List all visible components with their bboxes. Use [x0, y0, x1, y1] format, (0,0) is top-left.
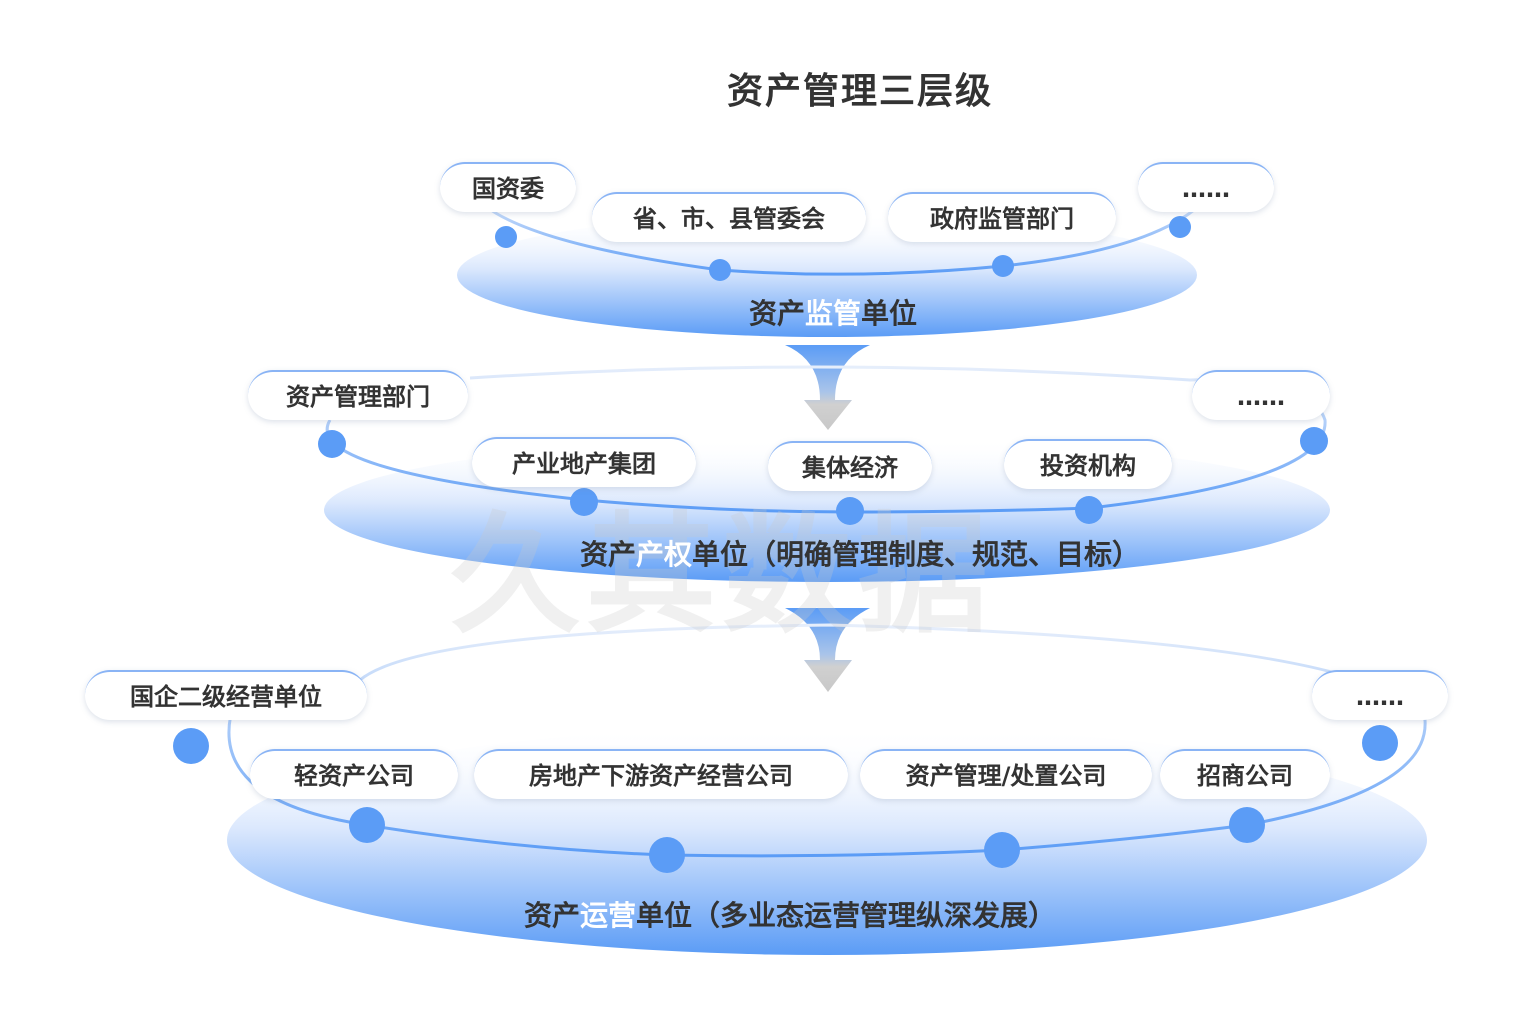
tier1-label-highlight: 监管 — [804, 297, 861, 330]
node-dot — [1362, 725, 1398, 761]
tier2-label-prefix: 资产 — [579, 538, 636, 571]
tier1-label-suffix: 单位 — [861, 297, 918, 330]
node-dot — [836, 497, 864, 525]
node-dot — [495, 226, 517, 248]
tier3-node: …… — [1312, 670, 1448, 720]
tier1-ring — [468, 189, 1202, 276]
tier3-ring — [227, 623, 1427, 858]
tier3-node: 国企二级经营单位 — [85, 670, 367, 720]
tier3-node: 轻资产公司 — [250, 749, 458, 799]
tier3-label-prefix: 资产 — [523, 899, 580, 932]
tier2-label: 资产产权单位（明确管理制度、规范、目标） — [440, 533, 1280, 573]
node-dot — [1229, 807, 1265, 843]
tier1-label: 资产监管单位 — [600, 292, 1066, 332]
tier2-node: 集体经济 — [768, 441, 932, 491]
node-dot — [1075, 496, 1103, 524]
diagram-title: 资产管理三层级 — [726, 71, 993, 112]
tier2-node: 投资机构 — [1004, 439, 1172, 489]
tier3-node: 资产管理/处置公司 — [860, 749, 1152, 799]
tier3-label-highlight: 运营 — [579, 899, 636, 932]
watermark: 久其数据 — [450, 499, 995, 651]
tier2-node: …… — [1192, 370, 1330, 420]
node-dot — [649, 837, 685, 873]
tier2-label-highlight: 产权 — [635, 538, 692, 571]
down-arrow-2 — [785, 608, 870, 692]
tier2-label-suffix: 单位（明确管理制度、规范、目标） — [692, 538, 1141, 571]
node-dot — [984, 832, 1020, 868]
tier3-label-suffix: 单位（多业态运营管理纵深发展） — [636, 899, 1057, 932]
node-dot — [570, 488, 598, 516]
node-dot — [992, 255, 1014, 277]
node-dot — [1169, 216, 1191, 238]
node-dot — [709, 259, 731, 281]
tier1-label-prefix: 资产 — [748, 297, 805, 330]
node-dot — [173, 728, 209, 764]
node-dot — [349, 807, 385, 843]
tier1-node: 省、市、县管委会 — [592, 192, 866, 242]
tier1-node: 国资委 — [440, 162, 576, 212]
node-dot — [318, 430, 346, 458]
tier3-label: 资产运营单位（多业态运营管理纵深发展） — [420, 894, 1160, 934]
tier3-node: 房地产下游资产经营公司 — [474, 749, 848, 799]
tier3-node: 招商公司 — [1160, 749, 1330, 799]
node-dot — [1300, 427, 1328, 455]
tier2-node: 资产管理部门 — [248, 370, 468, 420]
tier1-node: 政府监管部门 — [888, 192, 1116, 242]
tier1-node: …… — [1138, 162, 1274, 212]
down-arrow-1 — [785, 345, 870, 430]
tier2-node: 产业地产集团 — [472, 437, 696, 487]
